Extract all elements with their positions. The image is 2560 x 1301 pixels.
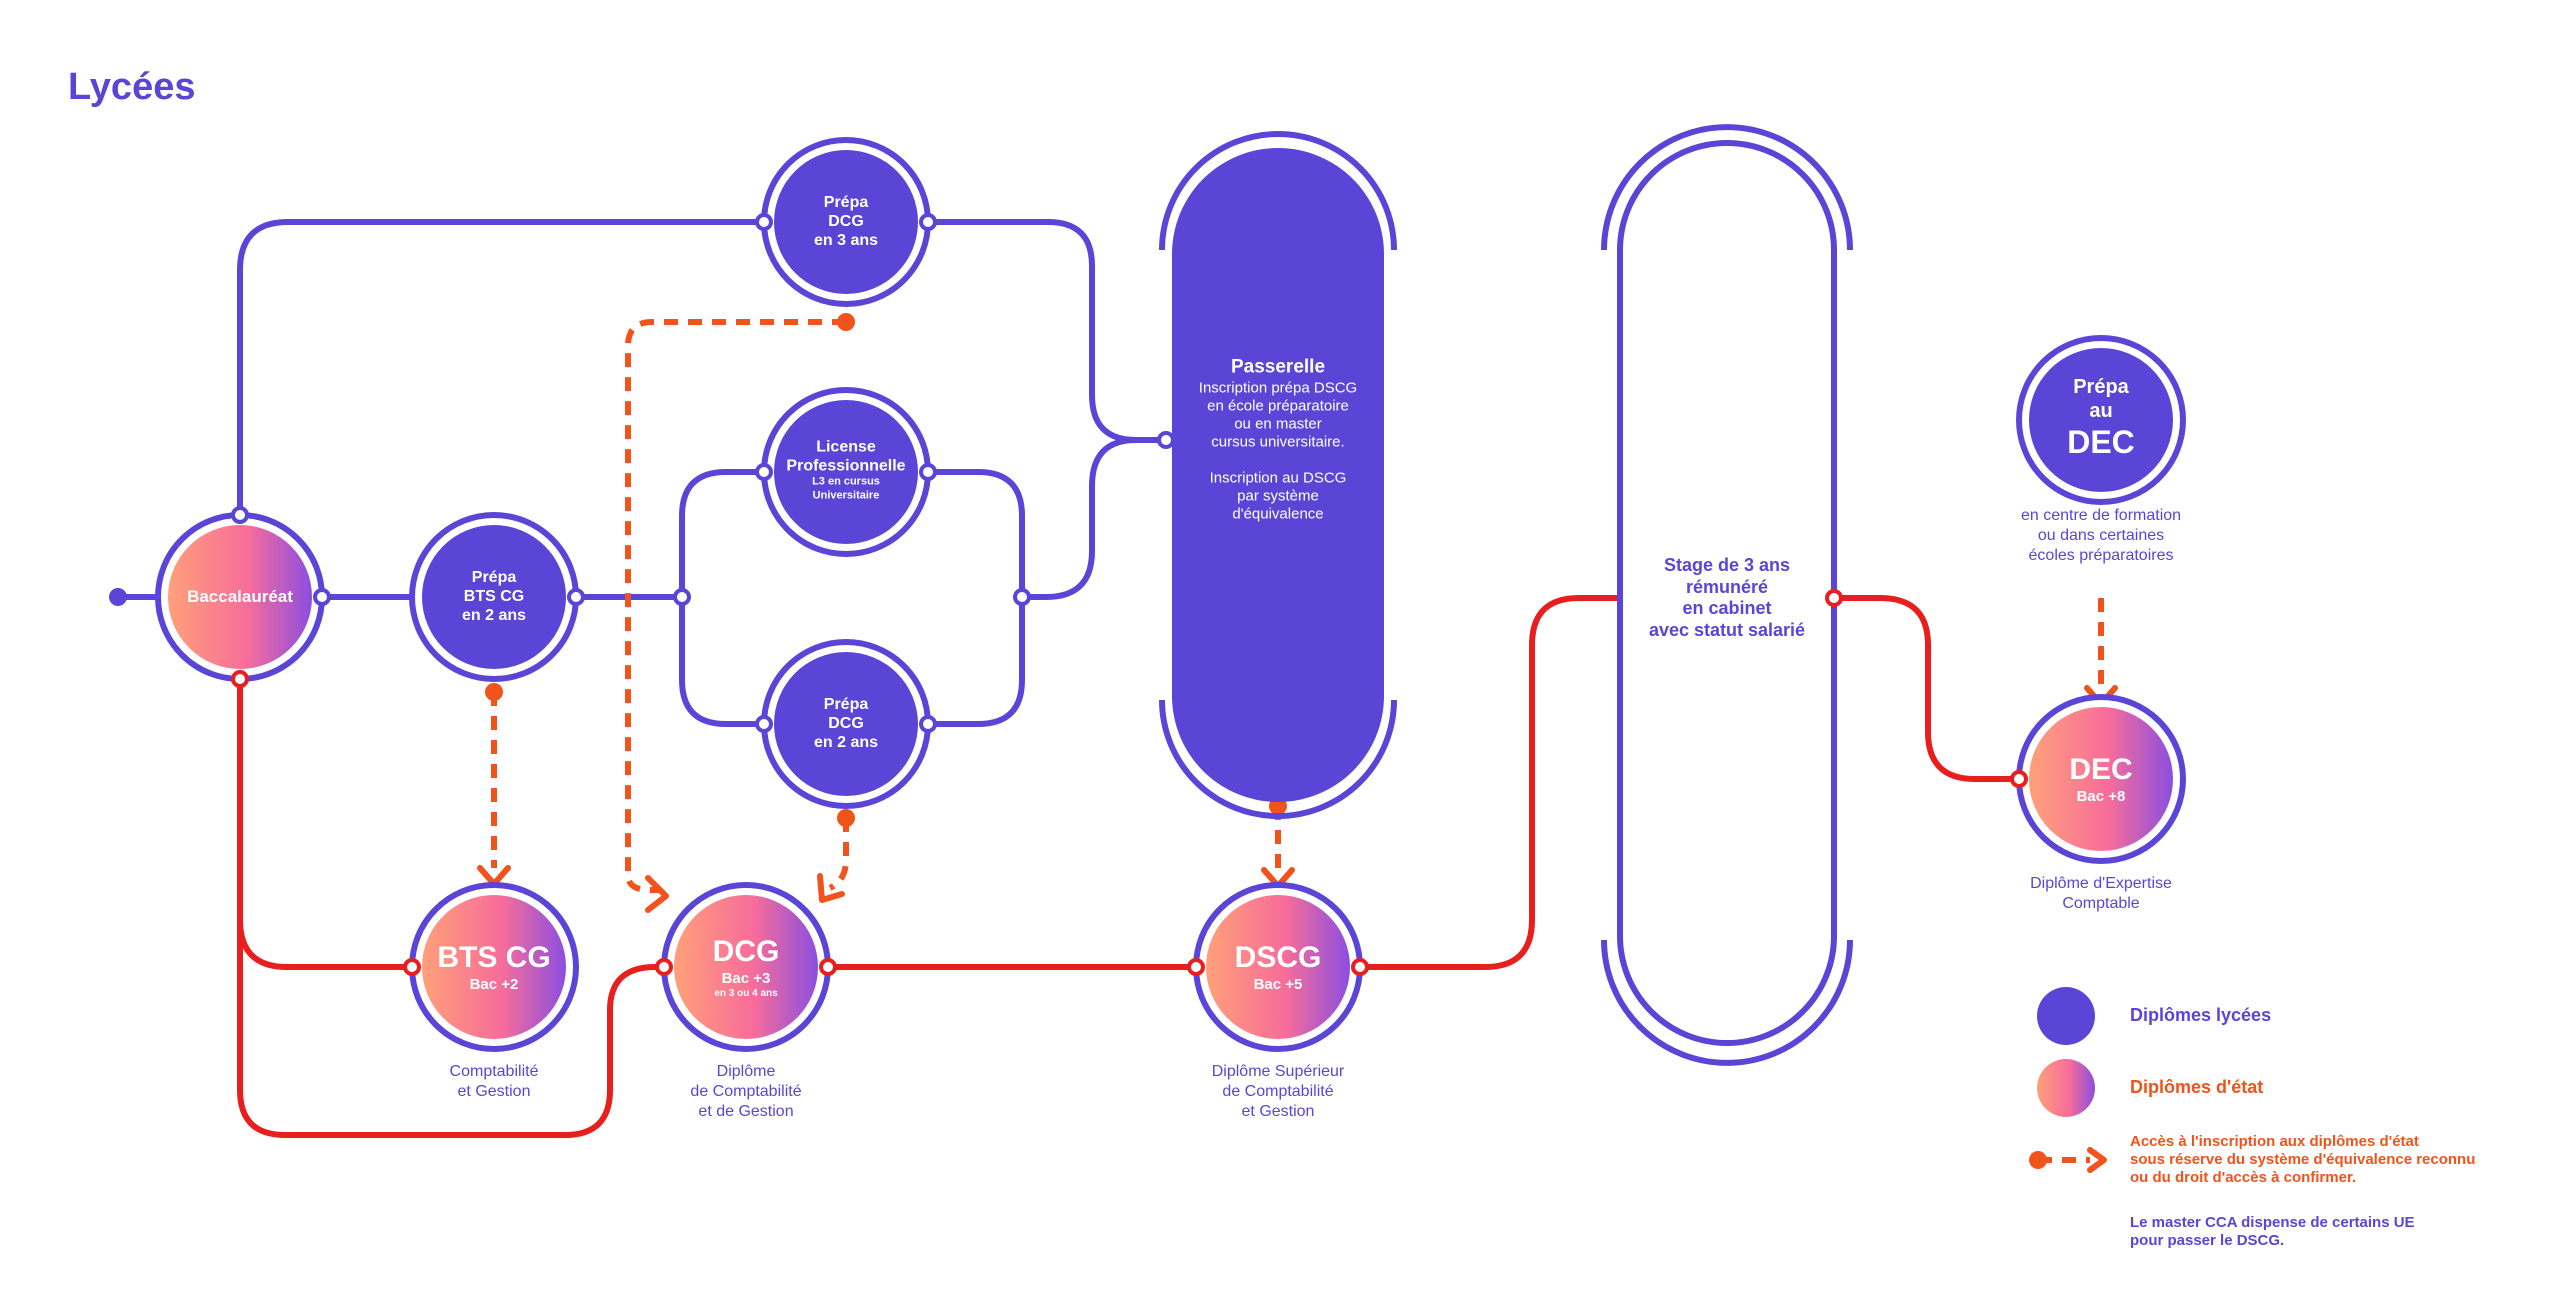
start-dot — [109, 588, 127, 606]
line-branch-upper — [679, 469, 765, 600]
label-license: License Professionnelle L3 en cursus Uni… — [786, 438, 906, 502]
label-prepa-dec: Prépa au DEC — [2067, 375, 2135, 460]
node-prepa-bts[interactable] — [409, 512, 579, 682]
label-baccalaureat: Baccalauréat — [187, 586, 293, 606]
node-prepa-dec[interactable] — [2016, 335, 2186, 505]
node-passerelle[interactable] — [1159, 131, 1397, 819]
page-title: Lycées — [68, 66, 196, 108]
label-dscg: DSCG Bac +5 — [1234, 941, 1322, 993]
label-dcg: DCG Bac +3 en 3 ou 4 ans — [712, 935, 780, 999]
legend-etat-label: Diplômes d'état — [2130, 1077, 2264, 1097]
label-dec: DEC Bac +8 — [2069, 753, 2133, 805]
node-dcg[interactable] — [661, 882, 831, 1052]
caption-dcg: Diplôme de Comptabilité et de Gestion — [690, 1063, 802, 1120]
line-merge-lower — [926, 594, 1025, 727]
line-bac-to-bts — [237, 677, 413, 970]
label-prepa-dcg2: Prépa DCG en 2 ans — [813, 696, 879, 752]
label-prepa-dcg3: Prépa DCG en 3 ans — [813, 194, 879, 250]
node-dscg[interactable] — [1193, 882, 1363, 1052]
line-branch-lower — [679, 594, 765, 727]
legend-acces-text: Accès à l'inscription aux diplômes d'éta… — [2130, 1133, 2476, 1186]
caption-bts: Comptabilité et Gestion — [449, 1063, 539, 1100]
line-stage-to-dec — [1831, 595, 2023, 782]
legend-lycees-label: Diplômes lycées — [2130, 1005, 2272, 1025]
caption-dscg: Diplôme Supérieur de Comptabilité et Ges… — [1211, 1063, 1345, 1120]
line-bac-to-dcg — [237, 917, 667, 1138]
caption-prepa-dec: en centre de formation ou dans certaines… — [2020, 507, 2182, 564]
label-stage: Stage de 3 ans rémunéré en cabinet avec … — [1648, 554, 1806, 640]
label-bts: BTS CG Bac +2 — [437, 941, 551, 993]
port-dots-purple — [231, 213, 1175, 733]
caption-dec: Diplôme d'Expertise Comptable — [2030, 875, 2172, 912]
line-dscg-to-stage — [1357, 595, 1623, 970]
label-prepa-bts: Prépa BTS CG en 2 ans — [461, 569, 527, 625]
port-dots-red — [231, 589, 2028, 976]
node-bts[interactable] — [409, 882, 579, 1052]
legend-master-text: Le master CCA dispense de certains UE po… — [2130, 1214, 2415, 1249]
line-merge-upper — [926, 469, 1025, 600]
arrow-dcg2-to-dcg — [828, 818, 849, 891]
line-bac-to-dcg3 — [237, 219, 765, 518]
label-passerelle: Passerelle Inscription prépa DSCG en éco… — [1198, 356, 1358, 523]
legend-etat-swatch — [2037, 1059, 2095, 1117]
line-dcg3-to-passerelle — [926, 219, 1171, 443]
red-connectors — [237, 595, 2023, 1138]
line-merge-to-passerelle — [1019, 437, 1139, 600]
legend-lycees-swatch — [2037, 987, 2095, 1045]
arrow-dcg3-to-dcg — [625, 319, 846, 893]
node-dec[interactable] — [2016, 694, 2186, 864]
node-license[interactable] — [761, 387, 931, 557]
